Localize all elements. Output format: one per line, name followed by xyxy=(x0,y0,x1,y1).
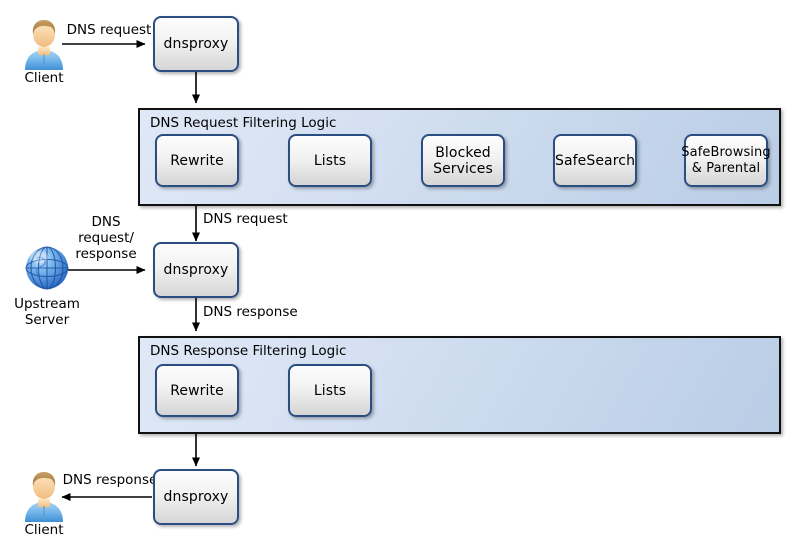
node-safesearch[interactable]: SafeSearch xyxy=(553,134,637,187)
node-rewrite-request[interactable]: Rewrite xyxy=(155,134,239,187)
node-lists-response[interactable]: Lists xyxy=(288,364,372,417)
node-rewrite-request-label: Rewrite xyxy=(170,152,224,169)
node-rewrite-response[interactable]: Rewrite xyxy=(155,364,239,417)
group-title-request-filtering: DNS Request Filtering Logic xyxy=(150,115,337,131)
node-dnsproxy-middle[interactable]: dnsproxy xyxy=(153,242,239,298)
node-lists-request-label: Lists xyxy=(313,152,347,169)
node-rewrite-response-label: Rewrite xyxy=(170,382,224,399)
user-avatar-icon xyxy=(21,14,67,70)
node-lists-request[interactable]: Lists xyxy=(288,134,372,187)
edge-label-dns-response-middle: DNS response xyxy=(203,304,298,320)
node-dnsproxy-top-label: dnsproxy xyxy=(163,36,229,52)
edge-label-dns-request-response: DNS request/ response xyxy=(75,214,137,262)
user-avatar-icon xyxy=(21,466,67,522)
node-dnsproxy-bottom-label: dnsproxy xyxy=(163,489,229,505)
node-safesearch-label: SafeSearch xyxy=(554,152,636,169)
actor-caption-upstream-server: Upstream Server xyxy=(14,296,80,328)
node-blocked-services[interactable]: Blocked Services xyxy=(421,134,505,187)
group-title-response-filtering: DNS Response Filtering Logic xyxy=(150,343,347,359)
actor-caption-client-top: Client xyxy=(24,70,64,86)
node-dnsproxy-middle-label: dnsproxy xyxy=(163,262,229,278)
node-dnsproxy-top[interactable]: dnsproxy xyxy=(153,16,239,72)
edge-label-dns-request-top: DNS request xyxy=(66,22,152,38)
node-safebrowsing-parental-label: SafeBrowsing & Parental xyxy=(681,144,771,176)
node-lists-response-label: Lists xyxy=(313,382,347,399)
node-safebrowsing-parental[interactable]: SafeBrowsing & Parental xyxy=(681,134,771,187)
globe-icon xyxy=(21,242,73,294)
node-blocked-services-label: Blocked Services xyxy=(433,144,493,177)
node-dnsproxy-bottom[interactable]: dnsproxy xyxy=(153,469,239,525)
actor-caption-client-bottom: Client xyxy=(24,522,64,538)
edge-label-dns-response-bottom: DNS response xyxy=(62,472,158,488)
group-dns-response-filtering: DNS Response Filtering Logic xyxy=(138,336,781,434)
edge-label-dns-request-middle: DNS request xyxy=(203,211,288,227)
